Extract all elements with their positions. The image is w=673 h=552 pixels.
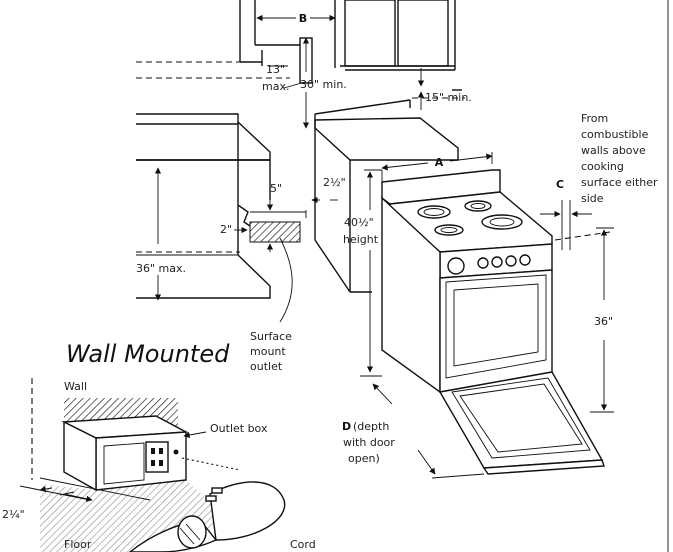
label-a: A [435, 156, 444, 169]
c-note-3: walls above [581, 144, 646, 157]
label-cord: Cord [290, 538, 316, 551]
label-15-min: 15" min. [425, 91, 472, 104]
dimension-30-min: 30" min. [300, 37, 347, 129]
dimension-b: B [256, 12, 336, 25]
label-13: 13" [266, 63, 285, 76]
d-note-2: with door [343, 436, 395, 449]
c-note-1: From [581, 112, 608, 125]
surface-outlet [234, 195, 307, 252]
label-36-max: 36" max. [136, 262, 186, 275]
upper-cabinets [136, 0, 456, 84]
label-height-word: height [343, 233, 379, 246]
label-5: 5" [270, 182, 282, 195]
label-floor: Floor [64, 538, 92, 551]
label-surface-outlet-1: Surface [250, 330, 292, 343]
label-13-sub: max. [262, 80, 289, 93]
wall-mounted-title: Wall Mounted [66, 340, 230, 368]
c-note-6: side [581, 192, 604, 205]
label-2-half: 2½" [323, 176, 346, 189]
label-outlet-box: Outlet box [210, 422, 268, 435]
dimension-a: A [381, 152, 493, 182]
label-two-quarter: 2¼" [2, 508, 25, 521]
label-height-value: 40½" [344, 216, 374, 229]
label-b: B [299, 12, 307, 25]
range [381, 169, 605, 475]
d-note-3: open) [348, 452, 380, 465]
c-note-5: surface either [581, 176, 658, 189]
outlet-leader [279, 237, 293, 323]
label-surface-outlet-3: outlet [250, 360, 283, 373]
dimension-height: 40½" height [343, 169, 382, 377]
c-note: From combustible walls above cooking sur… [581, 112, 658, 205]
label-2: 2" [220, 223, 232, 236]
label-c: C [556, 178, 564, 191]
dimension-c: C [540, 178, 611, 250]
wall-mounted-detail: Wall [19, 378, 286, 552]
dimension-36: 36" [590, 227, 614, 413]
label-30-min: 30" min. [300, 78, 347, 91]
dimension-13-max: 13" max. [262, 63, 306, 93]
c-note-4: cooking [581, 160, 624, 173]
label-wall: Wall [64, 380, 87, 393]
dimension-36-max: 36" max. [136, 167, 186, 301]
label-d: D [342, 420, 351, 433]
dimension-15-min: 15" min. [412, 68, 472, 110]
d-note-1: (depth [353, 420, 389, 433]
label-surface-outlet-2: mount [250, 345, 286, 358]
c-note-2: combustible [581, 128, 649, 141]
label-36: 36" [594, 315, 613, 328]
left-counter [136, 113, 271, 299]
right-counter [314, 99, 459, 293]
dimension-d: D (depth with door open) [342, 383, 485, 479]
